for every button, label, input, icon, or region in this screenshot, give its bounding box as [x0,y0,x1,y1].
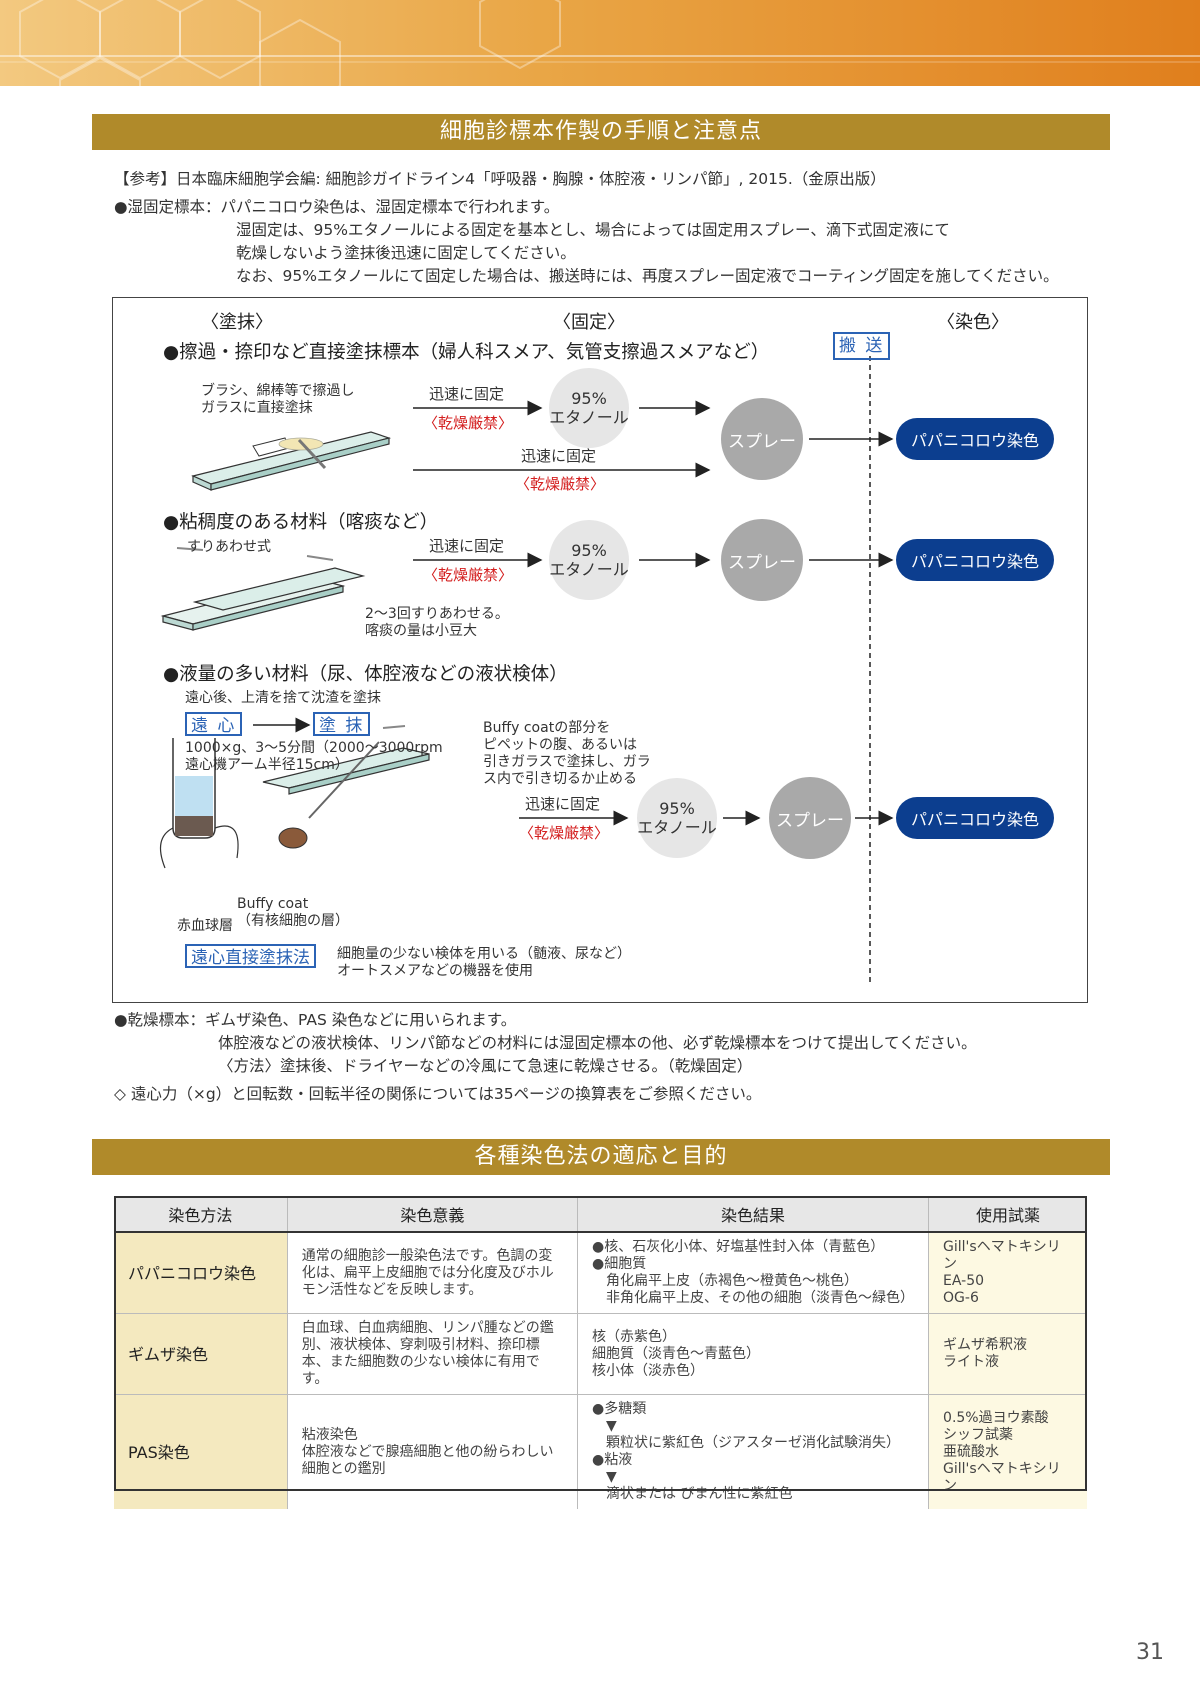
meaning-cell: 通常の細胞診一般染色法です。色調の変化は、扁平上皮細胞では分化度及びホルモン活性… [287,1232,579,1314]
row2-method: すりあわせ式 [187,539,271,555]
method-note: オートスメアなどの機器を使用 [337,963,533,979]
procedure-diagram: 〈塗抹〉 〈固定〉 〈染色〉 搬 送 ●擦過・捺印など直接塗抹標本（婦人科スメア… [112,297,1088,1003]
staining-table: 染色方法 染色意義 染色結果 使用試薬 パパニコロウ染色 通常の細胞診一般染色法… [114,1196,1087,1509]
row1-fix-label-2: 迅速に固定 [521,447,597,465]
hexagon-pattern-decoration [0,0,1200,86]
section-title-staining: 各種染色法の適応と目的 [92,1139,1110,1175]
buffy-coat-sublabel: （有核細胞の層） [237,913,349,929]
row2-note: 喀痰の量は小豆大 [365,623,477,639]
row1-stain-pill: パパニコロウ染色 [896,418,1054,460]
method-cell: パパニコロウ染色 [114,1232,288,1314]
row3-buffy-note: 引きガラスで塗抹し、ガラ [483,754,651,770]
row1-dry-warning: 〈乾燥厳禁〉 [423,414,514,432]
column-label-fix: 〈固定〉 [553,312,625,333]
wet-fixation-line: 湿固定は、95%エタノールによる固定を基本とし、場合によっては固定用スプレー、滴… [236,221,950,239]
row2-fix-label: 迅速に固定 [429,537,505,555]
page-number: 31 [1136,1640,1164,1665]
meaning-cell: 白血球、白血病細胞、リンパ腫などの鑑別、液状検体、穿刺吸引材料、捺印標本、また細… [287,1313,579,1395]
row1-fix-label: 迅速に固定 [429,385,505,403]
table-row: ギムザ染色 白血球、白血病細胞、リンパ腫などの鑑別、液状検体、穿刺吸引材料、捺印… [114,1313,1087,1395]
conversion-note: ◇ 遠心力（×g）と回転数・回転半径の関係については35ページの換算表をご参照く… [114,1085,762,1103]
column-label-stain: 〈染色〉 [937,312,1009,333]
col-header: 使用試薬 [928,1196,1087,1233]
dry-specimen-line: 〈方法〉塗抹後、ドライヤーなどの冷風にて急速に乾燥させる。（乾燥固定） [218,1057,753,1075]
reagent-cell: ギムザ希釈液ライト液 [928,1313,1087,1395]
method-note: 細胞量の少ない検体を用いる（髄液、尿など） [337,946,631,962]
column-label-smear: 〈塗抹〉 [201,312,273,333]
method-cell: ギムザ染色 [114,1313,288,1395]
wet-fixation-line: 乾燥しないよう塗抹後迅速に固定してください。 [236,244,576,262]
row2-dry-warning: 〈乾燥厳禁〉 [423,566,514,584]
result-cell: ●多糖類 ▼ 顆粒状に紫紅色（ジアスターゼ消化試験消失）●粘液 ▼ 滴状または … [577,1394,930,1509]
row3-buffy-note: ス内で引き切るか止める [483,771,637,787]
method-cell: PAS染色 [114,1394,288,1509]
table-row: PAS染色 粘液染色 体腔液などで腺癌細胞と他の紛らわしい細胞との鑑別 ●多糖類… [114,1394,1087,1509]
slide-illustration-2 [160,547,366,631]
dry-specimen-label: ●乾燥標本：ギムザ染色、PAS 染色などに用いられます。 [114,1011,517,1029]
row2-ethanol-circle: 95%エタノール [549,520,629,600]
header-banner [0,0,1200,86]
slide-illustration-3 [262,725,430,849]
centrifuge-direct-smear-box: 遠心直接塗抹法 [185,944,316,968]
diagram-arrows [159,356,894,982]
row1-heading: ●擦過・捺印など直接塗抹標本（婦人科スメア、気管支擦過スメアなど） [163,342,770,363]
col-header: 染色結果 [577,1196,930,1233]
row3-buffy-note: Buffy coatの部分を [483,720,611,736]
meaning-cell: 粘液染色 体腔液などで腺癌細胞と他の紛らわしい細胞との鑑別 [287,1394,579,1509]
row3-stain-pill: パパニコロウ染色 [896,797,1054,839]
centrifuge-tube-illustration [159,738,239,869]
slide-illustration-1 [191,431,392,491]
row2-heading: ●粘稠度のある材料（喀痰など） [163,512,439,533]
rbc-layer-label: 赤血球層 [177,918,233,934]
row3-conditions: 遠心機アーム半径15cm） [185,757,349,773]
row3-ethanol-circle: 95%エタノール [637,778,717,858]
row3-spray-circle: スプレー [769,777,851,859]
row1-ethanol-circle: 95%エタノール [549,368,629,448]
row2-note: 2〜3回すりあわせる。 [365,606,509,622]
reference-text: 【参考】日本臨床細胞学会編: 細胞診ガイドライン4「呼吸器・胸腺・体腔液・リンパ… [114,170,886,188]
row1-note: ガラスに直接塗抹 [201,400,313,416]
row2-stain-pill: パパニコロウ染色 [896,539,1054,581]
row3-dry-warning: 〈乾燥厳禁〉 [519,824,610,842]
wet-fixation-label: ●湿固定標本：パパニコロウ染色は、湿固定標本で行われます。 [114,198,560,216]
row3-buffy-note: ピペットの腹、あるいは [483,737,637,753]
row3-conditions: 1000×g、3〜5分間（2000〜3000rpm [185,740,443,756]
table-header-row: 染色方法 染色意義 染色結果 使用試薬 [114,1196,1087,1233]
col-header: 染色方法 [114,1196,288,1233]
result-cell: 核（赤紫色）細胞質（淡青色〜青藍色）核小体（淡赤色） [577,1313,930,1395]
row3-fix-label: 迅速に固定 [525,795,601,813]
centrifuge-box: 遠 心 [185,712,243,736]
row1-spray-circle: スプレー [721,398,803,480]
col-header: 染色意義 [287,1196,579,1233]
result-cell: ●核、石灰化小体、好塩基性封入体（青藍色）●細胞質 角化扁平上皮（赤褐色〜橙黄色… [577,1232,930,1314]
row1-dry-warning-2: 〈乾燥厳禁〉 [515,475,606,493]
transport-label: 搬 送 [833,332,891,360]
buffy-coat-label: Buffy coat [237,896,309,912]
smear-box: 塗 抹 [313,712,371,736]
wet-fixation-line: なお、95%エタノールにて固定した場合は、搬送時には、再度スプレー固定液でコーテ… [236,267,1059,285]
dry-specimen-line: 体腔液などの液状検体、リンパ節などの材料には湿固定標本の他、必ず乾燥標本をつけて… [218,1034,977,1052]
row1-note: ブラシ、綿棒等で擦過し [201,383,355,399]
row2-spray-circle: スプレー [721,519,803,601]
table-row: パパニコロウ染色 通常の細胞診一般染色法です。色調の変化は、扁平上皮細胞では分化… [114,1232,1087,1314]
row3-subnote: 遠心後、上清を捨て沈渣を塗抹 [185,690,381,706]
section-title-procedure: 細胞診標本作製の手順と注意点 [92,114,1110,150]
row3-heading: ●液量の多い材料（尿、体腔液などの液状検体） [163,664,568,685]
